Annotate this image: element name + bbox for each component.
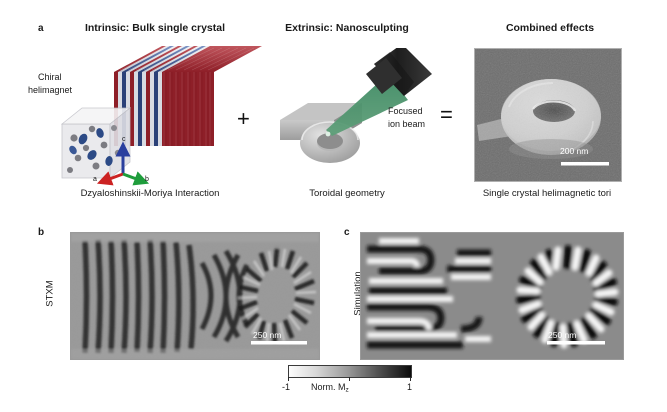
axis-label-b: b — [145, 176, 149, 183]
dmi-caption: Dzyaloshinskii-Moriya Interaction — [80, 188, 220, 199]
panel-a-header-extrinsic: Extrinsic: Nanosculpting — [285, 22, 409, 34]
colorbar-title-subscript: z — [345, 386, 349, 394]
colorbar-max-label: 1 — [407, 382, 413, 392]
fib-label-line2: ion beam — [388, 119, 426, 129]
panel-b-side-label: STXM — [44, 280, 56, 307]
simulation-image — [360, 232, 624, 360]
colorbar-gradient — [288, 365, 412, 378]
panel-a-header-combined: Combined effects — [505, 22, 595, 34]
plus-operator: + — [237, 106, 250, 131]
colorbar-title-prefix: Norm. M — [311, 382, 346, 392]
stxm-scalebar-label: 250 nm — [253, 330, 282, 340]
fib-label-line1: Focused — [388, 106, 423, 116]
panel-a-header-intrinsic: Intrinsic: Bulk single crystal — [84, 22, 226, 34]
panel-c-letter: c — [344, 227, 350, 238]
toroidal-geometry-caption: Toroidal geometry — [309, 188, 385, 199]
crystal-axes-triad — [96, 141, 150, 186]
fib-milling-illustration — [280, 48, 432, 163]
chiral-label-line2: helimagnet — [28, 85, 73, 95]
bulk-crystal-illustration — [114, 46, 262, 146]
panel-b-letter: b — [38, 227, 45, 238]
sem-micrograph-torus — [474, 48, 622, 182]
colorbar-tick-min — [288, 377, 289, 381]
axis-label-c: c — [122, 136, 126, 143]
panel-a-letter: a — [38, 23, 44, 34]
colorbar-tick-max — [410, 377, 411, 381]
equals-operator: = — [440, 102, 453, 127]
simulation-scalebar-label: 250 nm — [548, 330, 577, 340]
colorbar-tick-mid — [349, 377, 350, 381]
combined-result-caption: Single crystal helimagnetic tori — [482, 188, 612, 199]
stxm-image — [70, 232, 320, 360]
sem-scalebar-label: 200 nm — [560, 146, 589, 156]
colorbar-title: Norm. Mz — [311, 382, 349, 394]
colorbar-min-label: -1 — [282, 382, 291, 392]
dmi-unit-cell-illustration — [60, 107, 132, 179]
chiral-label-line1: Chiral — [38, 72, 62, 82]
axis-label-a: a — [93, 176, 97, 183]
